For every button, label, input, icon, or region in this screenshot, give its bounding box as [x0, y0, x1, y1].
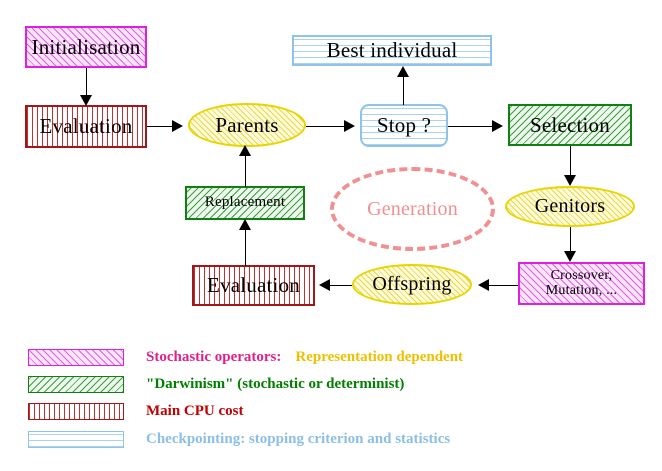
node-generation[interactable]: Generation — [330, 167, 495, 251]
node-evaluation-top-label: Evaluation — [39, 114, 133, 139]
arrowhead-offspring-to-evaluation — [319, 279, 330, 291]
arrowhead-initialisation-to-evaluation — [80, 95, 92, 106]
edge-offspring-to-evaluation — [329, 285, 352, 286]
legend-swatch-green-diagonal — [28, 375, 124, 393]
edge-replacement-to-parents — [245, 150, 246, 187]
arrowhead-parents-to-stop — [344, 120, 355, 132]
node-stop-label: Stop ? — [376, 113, 432, 138]
node-best-individual-label: Best individual — [326, 38, 458, 63]
node-evaluation-bottom[interactable]: Evaluation — [192, 265, 315, 306]
node-offspring-label: Offspring — [372, 273, 452, 295]
node-replacement[interactable]: Replacement — [185, 186, 305, 220]
legend-label-primary: Stochastic operators: — [146, 348, 282, 365]
node-parents[interactable]: Parents — [188, 103, 306, 147]
node-initialisation[interactable]: Initialisation — [25, 26, 147, 68]
node-genitors-label: Genitors — [534, 195, 606, 217]
arrowhead-stop-to-selection — [492, 120, 503, 132]
edge-initialisation-to-evaluation — [86, 68, 87, 100]
node-stop[interactable]: Stop ? — [360, 104, 448, 147]
node-selection[interactable]: Selection — [508, 104, 632, 146]
legend-row: Main CPU cost — [28, 398, 244, 424]
arrowhead-crossover-to-offspring — [478, 279, 489, 291]
node-crossover-mutation[interactable]: Crossover, Mutation, ... — [518, 262, 645, 305]
node-best-individual[interactable]: Best individual — [292, 35, 492, 66]
arrowhead-stop-to-best-individual — [397, 66, 409, 77]
node-evaluation-bottom-label: Evaluation — [207, 273, 300, 298]
node-generation-label: Generation — [367, 197, 458, 220]
legend-label: Main CPU cost — [146, 402, 244, 419]
arrowhead-selection-to-genitors — [564, 175, 576, 186]
edge-crossover-to-offspring — [485, 285, 518, 286]
node-genitors[interactable]: Genitors — [505, 186, 635, 227]
legend-swatch-blue-horizontal — [28, 430, 124, 448]
legend-label: Checkpointing: stopping criterion and st… — [146, 430, 451, 447]
legend-row: Stochastic operators: Representation depe… — [28, 344, 463, 370]
node-replacement-label: Replacement — [204, 194, 286, 211]
legend-label: Stochastic operators: Representation depe… — [146, 349, 463, 366]
legend-row: "Darwinism" (stochastic or determinist) — [28, 371, 404, 397]
edge-selection-to-genitors — [570, 146, 571, 179]
edge-stop-to-selection — [448, 126, 496, 127]
node-offspring[interactable]: Offspring — [352, 264, 472, 305]
arrowhead-genitors-to-crossover — [564, 251, 576, 262]
arrowhead-evaluation-to-parents — [172, 120, 183, 132]
legend-label-secondary: Representation dependent — [295, 348, 464, 365]
node-crossover-mutation-label: Crossover, Mutation, ... — [545, 267, 618, 298]
arrowhead-evaluation-to-replacement — [239, 219, 251, 230]
legend-swatch-red-vertical — [28, 402, 124, 420]
arrowhead-replacement-to-parents — [239, 145, 251, 156]
node-evaluation-top[interactable]: Evaluation — [25, 105, 147, 148]
node-parents-label: Parents — [215, 112, 279, 137]
node-initialisation-label: Initialisation — [31, 34, 141, 59]
legend-swatch-magenta-diagonal — [28, 348, 124, 366]
legend-row: Checkpointing: stopping criterion and st… — [28, 426, 450, 452]
edge-genitors-to-crossover — [570, 227, 571, 255]
edge-evaluation-to-replacement — [245, 222, 246, 266]
edge-evaluation-to-parents — [147, 126, 177, 127]
legend-label: "Darwinism" (stochastic or determinist) — [146, 375, 405, 392]
edge-parents-to-stop — [306, 126, 349, 127]
edge-stop-to-best-individual — [403, 68, 404, 105]
node-selection-label: Selection — [530, 112, 610, 137]
